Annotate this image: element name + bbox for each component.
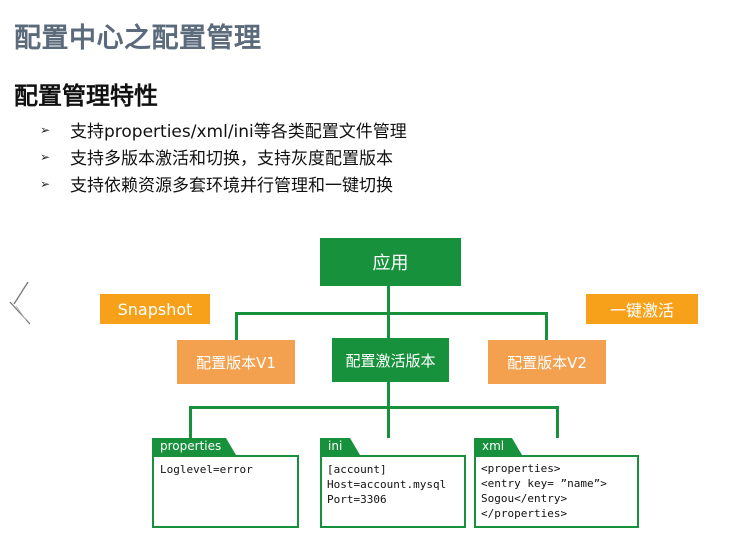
feature-item: ➢ 支持properties/xml/ini等各类配置文件管理 [40,116,407,143]
decorative-bracket-icon [9,281,31,325]
snapshot-label: Snapshot [100,294,210,324]
config-version-v2-node: 配置版本V2 [488,340,606,384]
card-text-line: Sogou</entry> [481,492,568,505]
connector-line [189,406,559,409]
card-text-line: [account] [327,463,387,476]
connector-line [189,406,192,438]
connector-line [235,312,548,315]
active-config-version-node: 配置激活版本 [332,338,449,382]
card-text-line: <properties> [481,462,561,475]
config-version-v1-node: 配置版本V1 [177,340,295,384]
card-text-line: <entry key= ”name”> [481,477,607,490]
properties-card: Loglevel=error [152,455,299,528]
feature-text: 支持依赖资源多套环境并行管理和一键切换 [70,176,393,196]
connector-line [545,312,548,340]
arrow-bullet-icon: ➢ [40,122,51,137]
card-text-line: Loglevel=error [160,463,253,476]
xml-card: <properties> <entry key= ”name”> Sogou</… [474,455,639,528]
connector-line [387,286,390,314]
card-text-line: Port=3306 [327,493,387,506]
app-node: 应用 [320,238,461,286]
one-click-activate-label: 一键激活 [586,294,698,324]
feature-text: 支持多版本激活和切换，支持灰度配置版本 [70,149,393,169]
xml-tab: xml [474,438,522,455]
feature-list: ➢ 支持properties/xml/ini等各类配置文件管理 ➢ 支持多版本激… [40,116,407,197]
section-heading: 配置管理特性 [14,82,158,110]
properties-tab: properties [152,438,236,455]
ini-tab: ini [320,438,360,455]
card-text-line: </properties> [481,507,568,520]
page-title: 配置中心之配置管理 [14,23,262,54]
arrow-bullet-icon: ➢ [40,149,51,164]
connector-line [387,382,390,408]
arrow-bullet-icon: ➢ [40,176,51,191]
ini-card: [account] Host=account.mysql Port=3306 [320,455,466,528]
card-text-line: Host=account.mysql [327,478,447,491]
feature-item: ➢ 支持依赖资源多套环境并行管理和一键切换 [40,170,407,197]
feature-item: ➢ 支持多版本激活和切换，支持灰度配置版本 [40,143,407,170]
connector-line [387,312,390,338]
connector-line [235,312,238,340]
connector-line [387,406,390,438]
connector-line [556,406,559,438]
feature-text: 支持properties/xml/ini等各类配置文件管理 [70,122,407,142]
